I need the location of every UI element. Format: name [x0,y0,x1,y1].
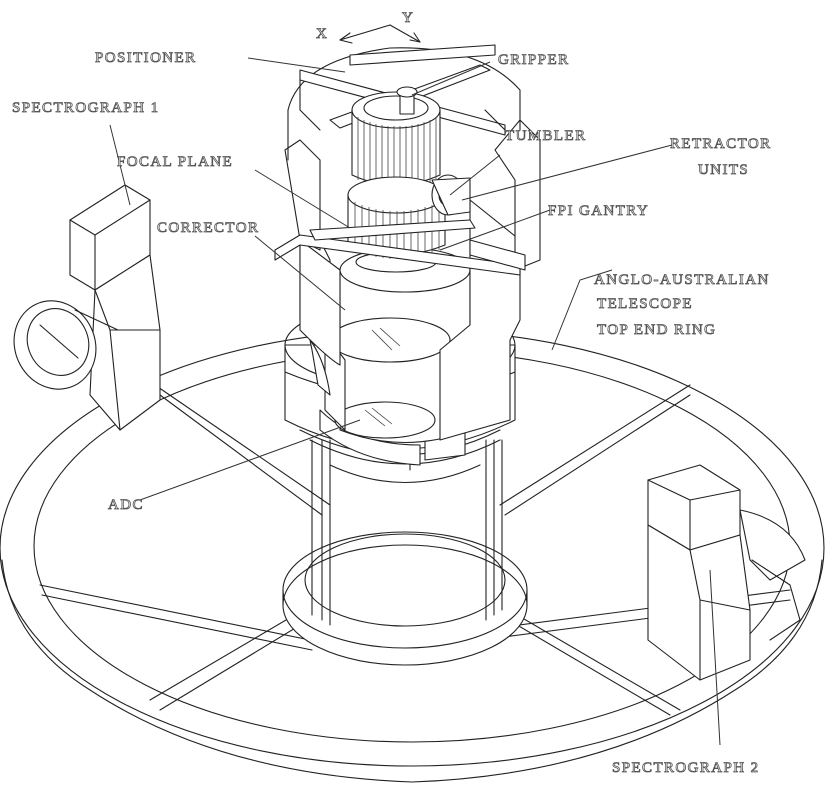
base-rings [282,531,528,666]
positioner-label: POSITIONER [95,50,197,66]
tumbler-retractor [431,174,471,216]
axis-arrows: X Y [316,10,421,44]
fpi-gantry [274,219,526,276]
x-axis-label: X [316,26,328,42]
corrector-cylinder [329,247,471,444]
retractor-label-line2: UNITS [698,162,749,178]
labels: POSITIONER GRIPPER SPECTROGRAPH 1 TUMBLE… [12,50,772,777]
gripper-assembly [396,86,418,115]
gripper-label: GRIPPER [498,52,570,68]
positioner-drum [351,91,441,190]
spider-vanes [39,384,791,716]
spectrograph-1 [13,184,161,431]
aat-label-line2: TELESCOPE [597,296,693,312]
y-axis-label: Y [402,10,414,26]
corrector-label: CORRECTOR [157,220,259,236]
fpi-gantry-label: FPI GANTRY [548,203,649,219]
tumbler-label: TUMBLER [505,128,586,144]
retractor-label-line1: RETRACTOR [670,136,772,152]
leader-lines [109,57,721,746]
focal-plane-label: FOCAL PLANE [117,154,233,170]
adc-label: ADC [108,497,144,513]
support-struts [311,439,503,626]
spectrograph-2-label: SPECTROGRAPH 2 [612,760,760,776]
spectrograph-2 [647,464,806,681]
aat-label-line1: ANGLO-AUSTRALIAN [594,272,770,288]
spectrograph-1-label: SPECTROGRAPH 1 [12,100,160,116]
aat-label-line3: TOP END RING [597,322,716,338]
outer-housing [284,119,541,441]
